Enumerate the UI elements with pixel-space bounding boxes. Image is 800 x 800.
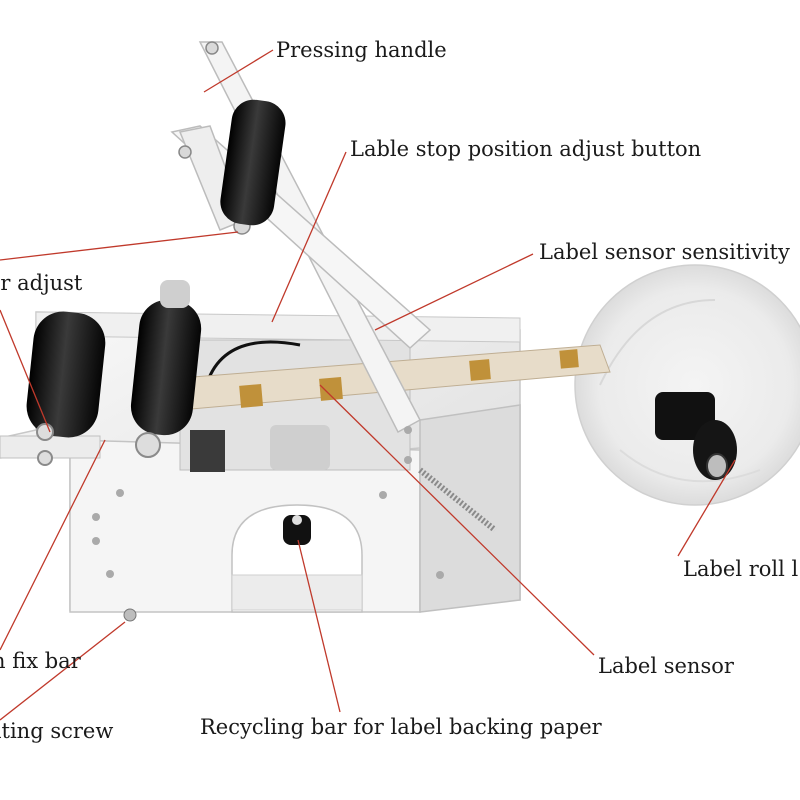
callout-roller-adjust: er adjust [0,271,83,295]
tension-spring [418,467,497,533]
handle-roller [220,99,286,226]
callout-label-sensor: Label sensor [598,654,734,678]
callout-stop-position: Lable stop position adjust button [350,137,702,161]
roll-shaft [655,392,737,480]
label-roll [574,264,800,506]
label-sensor-part [283,515,311,545]
callout-recycling-bar: Recycling bar for label backing paper [200,715,602,739]
callout-sensor-sensitivity: Label sensor sensitivity [539,240,790,264]
callout-fix-bar: n fix bar [0,649,81,673]
callout-label-roll: Label roll l [683,557,799,581]
leader-lines [0,49,736,721]
callout-mounting-screw: nting screw [0,719,114,743]
body-screws [92,426,444,622]
callout-pressing-handle: Pressing handle [276,38,447,62]
